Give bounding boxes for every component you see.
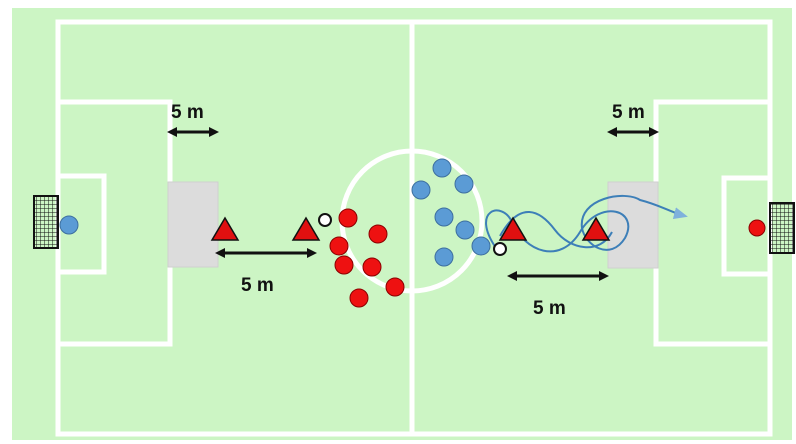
player-marker-icon [59, 215, 79, 235]
distance-label-right-cones: 5 m [533, 298, 566, 319]
blue-team [411, 158, 491, 267]
player-marker-icon [432, 158, 452, 178]
player-marker-icon [385, 277, 405, 297]
player-marker-icon [362, 257, 382, 277]
shaded-zone-right [607, 181, 659, 269]
goal-net-icon [33, 195, 59, 249]
distance-label-right-box: 5 m [612, 102, 645, 123]
player-marker-icon [334, 255, 354, 275]
cone-icon [581, 216, 611, 241]
distance-label-left-box: 5 m [171, 102, 204, 123]
ball-icon [493, 242, 507, 256]
player-marker-icon [434, 247, 454, 267]
player-marker-icon [368, 224, 388, 244]
cones [210, 216, 611, 241]
player-marker-icon [329, 236, 349, 256]
goal-net-icon [769, 202, 795, 254]
pitch-grass [12, 8, 792, 440]
cone-icon [291, 216, 321, 241]
dribble-path-loop [499, 211, 613, 249]
player-marker-icon [454, 174, 474, 194]
player-marker-icon [349, 288, 369, 308]
ball-icon [318, 213, 332, 227]
cone-icon [498, 216, 528, 241]
red-team [329, 208, 405, 308]
shaded-zone-left [167, 181, 219, 268]
player-marker-icon [471, 236, 491, 256]
cone-icon [210, 216, 240, 241]
player-marker-icon [411, 180, 431, 200]
player-marker-icon [338, 208, 358, 228]
player-marker-icon [434, 207, 454, 227]
player-marker-icon [748, 219, 766, 237]
distance-label-left-cones: 5 m [241, 275, 274, 296]
player-marker-icon [455, 220, 475, 240]
